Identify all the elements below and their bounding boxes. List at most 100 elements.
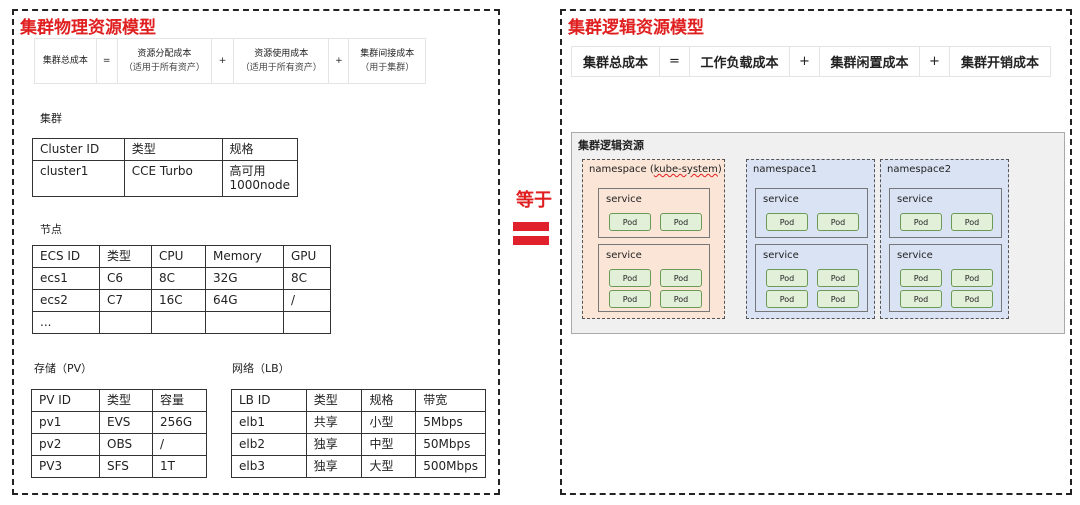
service-box: service Pod Pod xyxy=(889,188,1002,238)
table-cell: elb3 xyxy=(231,455,307,478)
table-cell xyxy=(205,311,284,334)
table-cell: 16C xyxy=(151,289,206,312)
table-cell: / xyxy=(152,433,207,456)
logical-resources-box: 集群逻辑资源 namespace (kube-system) service P… xyxy=(571,132,1065,334)
table-header-cell: 容量 xyxy=(152,389,207,412)
pod: Pod xyxy=(609,290,651,308)
formula-total-label: 集群总成本 xyxy=(582,56,648,71)
service-label: service xyxy=(897,194,933,205)
pod: Pod xyxy=(900,213,942,231)
formula-equals: = xyxy=(660,47,690,76)
storage-section-label: 存储（PV） xyxy=(34,362,93,375)
pod: Pod xyxy=(609,269,651,287)
overhead-cost-label: 集群开销成本 xyxy=(960,56,1039,71)
table-header-cell: 类型 xyxy=(123,138,223,161)
formula-total-cost: 集群总成本 xyxy=(35,39,97,83)
table-row: elb2 独享 中型 50Mbps xyxy=(231,433,486,456)
table-cell: / xyxy=(283,289,331,312)
table-cell: pv1 xyxy=(31,411,100,434)
table-row: elb3 独享 大型 500Mbps xyxy=(231,455,486,478)
pod: Pod xyxy=(951,269,993,287)
logical-cost-formula: 集群总成本 = 工作负载成本 + 集群闲置成本 + 集群开销成本 xyxy=(571,46,1051,77)
namespace-1: namespace1 service Pod Pod service Pod P… xyxy=(746,159,875,319)
pod: Pod xyxy=(817,213,859,231)
service-label: service xyxy=(763,194,799,205)
namespace-label: namespace (kube-system) xyxy=(589,164,722,175)
table-header-cell: 规格 xyxy=(221,138,298,161)
service-box: service Pod Pod xyxy=(755,188,868,238)
service-label: service xyxy=(606,194,642,205)
table-cell: SFS xyxy=(99,455,153,478)
table-row: ecs1 C6 8C 32G 8C xyxy=(32,267,331,290)
plus-sign: + xyxy=(929,54,940,69)
formula-plus-1: + xyxy=(790,47,820,76)
table-cell: 5Mbps xyxy=(415,411,486,434)
storage-table: PV ID 类型 容量 pv1 EVS 256G pv2 OBS / PV3 S… xyxy=(31,389,207,478)
service-label: service xyxy=(763,250,799,261)
physical-model-title: 集群物理资源模型 xyxy=(20,18,156,38)
table-cell: 共享 xyxy=(305,411,363,434)
pod: Pod xyxy=(660,269,702,287)
physical-cost-formula: 集群总成本 = 资源分配成本 （适用于所有资产） + 资源使用成本 （适用于所有… xyxy=(34,38,426,84)
equals-label: 等于 xyxy=(516,190,552,211)
table-cell: cluster1 xyxy=(32,160,125,197)
logical-model-title: 集群逻辑资源模型 xyxy=(568,18,704,38)
table-cell xyxy=(283,311,331,334)
service-box: service Pod Pod Pod Pod xyxy=(889,244,1002,312)
network-table: LB ID 类型 规格 带宽 elb1 共享 小型 5Mbps elb2 独享 … xyxy=(231,389,486,478)
table-header-cell: 类型 xyxy=(99,389,153,412)
table-cell: ecs2 xyxy=(32,289,100,312)
namespace-label: namespace1 xyxy=(753,164,818,175)
table-cell: 32G xyxy=(205,267,284,290)
pod: Pod xyxy=(817,269,859,287)
table-header-row: ECS ID 类型 CPU Memory GPU xyxy=(32,245,331,268)
pod: Pod xyxy=(766,213,808,231)
table-cell: 64G xyxy=(205,289,284,312)
pod: Pod xyxy=(900,290,942,308)
plus-sign: + xyxy=(799,54,810,69)
formula-equals-sign: = xyxy=(669,54,680,69)
table-header-cell: 类型 xyxy=(99,245,152,268)
table-row: elb1 共享 小型 5Mbps xyxy=(231,411,486,434)
equals-sign-bottom-bar xyxy=(513,236,549,245)
table-cell: C7 xyxy=(99,289,152,312)
nodes-table: ECS ID 类型 CPU Memory GPU ecs1 C6 8C 32G … xyxy=(32,245,331,334)
pod: Pod xyxy=(766,290,808,308)
formula-workload-cost: 工作负载成本 xyxy=(690,47,790,76)
table-cell: 8C xyxy=(151,267,206,290)
table-header-row: Cluster ID 类型 规格 xyxy=(32,138,298,161)
table-cell: 独享 xyxy=(305,433,363,456)
service-label: service xyxy=(606,250,642,261)
table-header-cell: PV ID xyxy=(31,389,100,412)
table-cell: 中型 xyxy=(361,433,417,456)
usage-cost-label: 资源使用成本 xyxy=(254,49,309,59)
network-section-label: 网络（LB） xyxy=(232,362,290,375)
formula-plus-2: + xyxy=(920,47,950,76)
pod: Pod xyxy=(817,290,859,308)
table-cell: ... xyxy=(32,311,100,334)
pod: Pod xyxy=(951,213,993,231)
table-cell: 8C xyxy=(283,267,331,290)
table-cell: 高可用 1000node xyxy=(221,160,298,197)
table-row: pv1 EVS 256G xyxy=(31,411,207,434)
pod: Pod xyxy=(660,290,702,308)
table-header-cell: 带宽 xyxy=(415,389,486,412)
service-label: service xyxy=(897,250,933,261)
table-header-cell: CPU xyxy=(151,245,206,268)
formula-allocation-cost: 资源分配成本 （适用于所有资产） xyxy=(118,39,213,83)
formula-total-cost: 集群总成本 xyxy=(572,47,660,76)
namespace-2: namespace2 service Pod Pod service Pod P… xyxy=(880,159,1009,319)
idle-cost-label: 集群闲置成本 xyxy=(830,56,909,71)
table-row: ... xyxy=(32,311,331,334)
table-cell: PV3 xyxy=(31,455,100,478)
table-cell xyxy=(99,311,152,334)
table-cell: pv2 xyxy=(31,433,100,456)
physical-model-panel xyxy=(12,9,500,495)
pod: Pod xyxy=(766,269,808,287)
service-box: service Pod Pod Pod Pod xyxy=(755,244,868,312)
formula-plus-1: + xyxy=(212,39,234,83)
indirect-cost-label: 集群间接成本 xyxy=(360,49,415,59)
table-cell: ecs1 xyxy=(32,267,100,290)
formula-total-label: 集群总成本 xyxy=(42,56,88,66)
table-cell: 大型 xyxy=(361,455,417,478)
